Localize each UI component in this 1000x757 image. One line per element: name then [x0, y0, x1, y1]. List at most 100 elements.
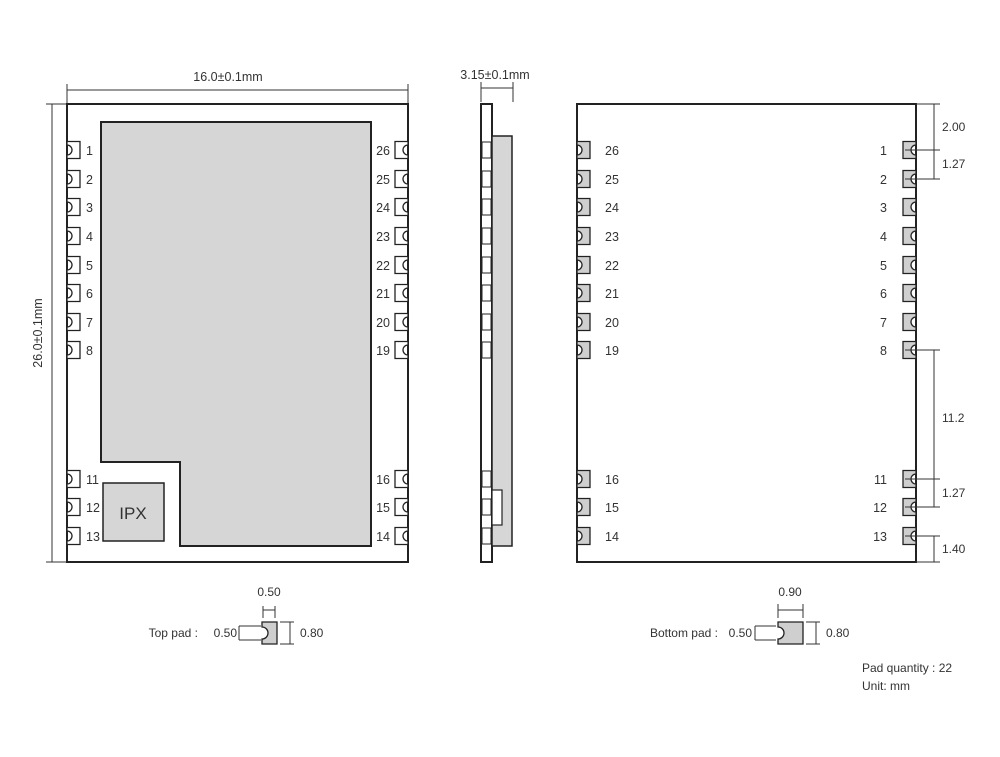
top-view-pad: [394, 283, 409, 303]
ipx-label: IPX: [119, 504, 146, 523]
bottom-view-pad: [576, 469, 591, 489]
bottom-view-pin-number: 24: [605, 201, 619, 215]
side-view-pins: [481, 141, 492, 545]
top-view-pin-number: 26: [376, 144, 390, 158]
bottom-view-pad: [576, 497, 591, 517]
top-view-pad: [394, 526, 409, 546]
bottom-view-pin-number: 13: [873, 530, 887, 544]
side-view: 3.15±0.1mm: [460, 68, 530, 563]
side-view-pad: [481, 227, 492, 245]
top-view-pad: [66, 497, 81, 517]
bottom-view-pin-number: 11: [874, 473, 887, 487]
top-view-pin-number: 21: [376, 287, 390, 301]
bottom-view-pin-number: 1: [880, 144, 887, 158]
top-view-pad: [394, 312, 409, 332]
side-view-pad: [481, 498, 492, 516]
bottom-view-pin-number: 14: [605, 530, 619, 544]
bottom-view-pad: [902, 283, 917, 303]
side-view-pad: [481, 284, 492, 302]
top-pad-width: 0.50: [257, 585, 281, 599]
top-view-pad: [66, 197, 81, 217]
top-view-pad: [394, 140, 409, 160]
bottom-view-pad: [576, 197, 591, 217]
bottom-view-pin-number: 21: [605, 287, 619, 301]
top-view-pin-number: 24: [376, 201, 390, 215]
top-view-pin-number: 11: [86, 473, 99, 487]
bottom-view-pin-number: 22: [605, 259, 619, 273]
top-view-pad: [394, 497, 409, 517]
bottom-view-pad: [902, 197, 917, 217]
top-view-pin-number: 12: [86, 501, 100, 515]
bottom-view-pin-number: 6: [880, 287, 887, 301]
top-view-pin-number: 5: [86, 259, 93, 273]
bottom-view-pin-number: 23: [605, 230, 619, 244]
top-view-pad: [66, 340, 81, 360]
top-view-pad: [66, 312, 81, 332]
top-view-pin-number: 3: [86, 201, 93, 215]
top-view-height-dimension: 26.0±0.1mm: [31, 103, 67, 563]
top-view-pad: [66, 226, 81, 246]
top-view-board-outline: [66, 103, 409, 563]
bottom-view-pin-number: 20: [605, 316, 619, 330]
top-view-pin-number: 2: [86, 173, 93, 187]
top-view-pin-number: 19: [376, 344, 390, 358]
bottom-view-pad: [576, 526, 591, 546]
side-view-pad: [481, 341, 492, 359]
bottom-view-pin-number: 25: [605, 173, 619, 187]
top-view-pin-number: 13: [86, 530, 100, 544]
bottom-view-board-outline: [576, 103, 917, 563]
top-view-pin-number: 23: [376, 230, 390, 244]
top-view-pad: [394, 340, 409, 360]
bottom-view-pin-number: 2: [880, 173, 887, 187]
top-view-pin-number: 1: [86, 144, 93, 158]
dim-gap: 11.2: [942, 411, 965, 425]
thickness-dimension-label: 3.15±0.1mm: [460, 68, 529, 82]
bottom-view-pad: [576, 140, 591, 160]
bottom-view-pad: [576, 283, 591, 303]
top-view-pin-number: 6: [86, 287, 93, 301]
bottom-view-pad: [576, 255, 591, 275]
top-view-pin-number: 4: [86, 230, 93, 244]
bottom-view-pin-number: 5: [880, 259, 887, 273]
bottom-view-pad: [902, 226, 917, 246]
top-view-pad: [66, 140, 81, 160]
shield-can: [100, 121, 372, 547]
bottom-view-pin-number: 3: [880, 201, 887, 215]
top-view-width-dimension: 16.0±0.1mm: [66, 70, 409, 104]
dim-pitch-bottom: 1.27: [942, 486, 966, 500]
side-view-ipx: [491, 489, 503, 526]
top-view-pad: [394, 469, 409, 489]
bottom-pad-width: 0.90: [778, 585, 802, 599]
side-view-pad: [481, 198, 492, 216]
top-view-pin-number: 14: [376, 530, 390, 544]
top-view-pin-number: 25: [376, 173, 390, 187]
dim-pitch-top: 1.27: [942, 157, 966, 171]
side-view-pad: [481, 256, 492, 274]
top-view-pad: [66, 469, 81, 489]
side-view-thickness-dimension: 3.15±0.1mm: [460, 68, 530, 102]
side-view-shield: [491, 135, 513, 547]
pad-quantity-note: Pad quantity : 22: [862, 661, 952, 675]
bottom-view-pad: [902, 312, 917, 332]
height-dimension-label: 26.0±0.1mm: [31, 298, 45, 367]
bottom-view-pitch-dimensions: 2.00 1.27 11.2 1.27 1.40: [905, 103, 966, 563]
top-view-pin-number: 16: [376, 473, 390, 487]
bottom-pad-detail: Bottom pad : 0.50 0.90 0.80: [650, 585, 850, 645]
top-view-pin-number: 8: [86, 344, 93, 358]
bottom-view-pin-number: 4: [880, 230, 887, 244]
side-view-pad: [481, 141, 492, 159]
top-view-pin-number: 15: [376, 501, 390, 515]
top-pad-depth: 0.50: [214, 626, 238, 640]
bottom-pad-shape: [777, 621, 804, 645]
bottom-view-pad: [576, 226, 591, 246]
top-view-pad: [394, 255, 409, 275]
bottom-view-pad: [902, 255, 917, 275]
ipx-connector: [102, 482, 165, 542]
bottom-view-pin-number: 19: [605, 344, 619, 358]
top-view-pin-number: 20: [376, 316, 390, 330]
bottom-view-pad: [576, 340, 591, 360]
top-pad-shape: [261, 621, 278, 645]
